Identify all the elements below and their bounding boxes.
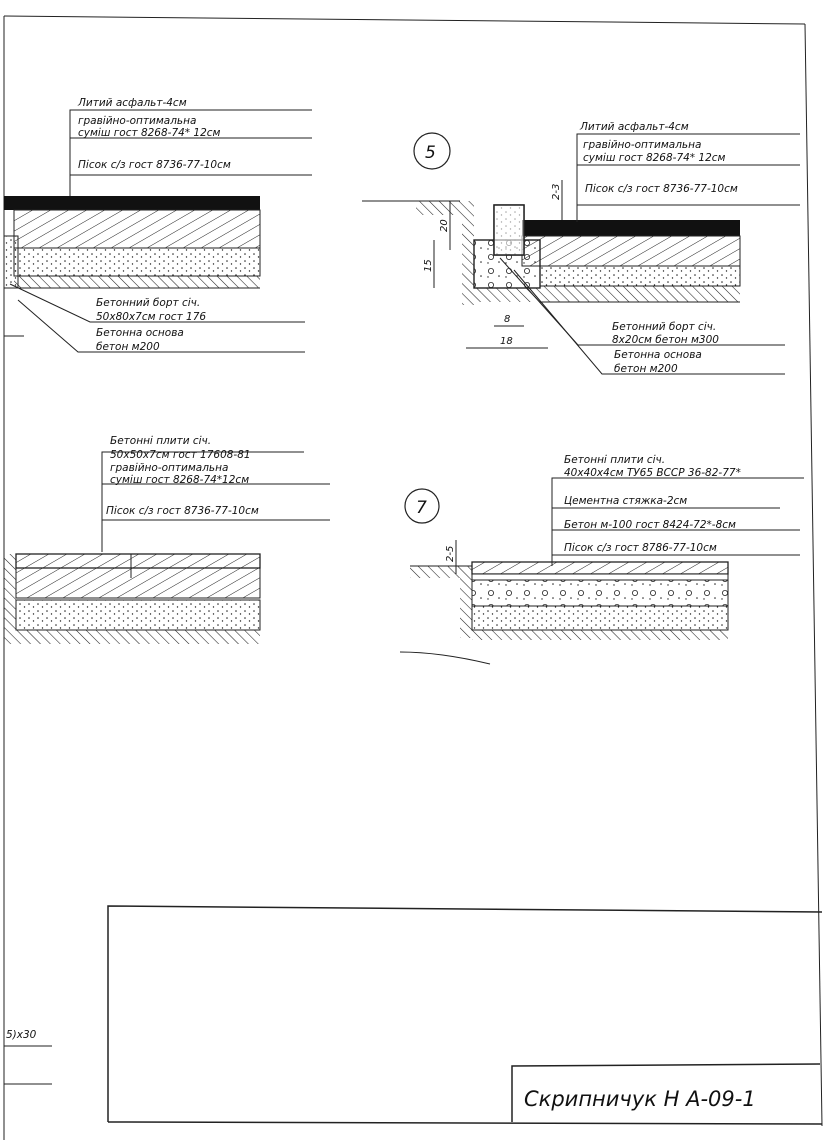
label-slab-2: 40х40х4см ТУ65 ВССР 36-82-77* bbox=[564, 467, 741, 479]
asphalt-layer bbox=[522, 220, 740, 236]
label-sand: Пісок с/з гост 8736-77-10см bbox=[585, 183, 738, 195]
label-gravel-2: суміш гост 8268-74*12см bbox=[110, 474, 249, 486]
margin-note: 5)х30 bbox=[4, 1029, 52, 1085]
label-gravel-2: суміш гост 8268-74* 12см bbox=[583, 152, 726, 164]
label-gravel-1: гравійно-оптимальна bbox=[110, 462, 228, 474]
margin-note-text: 5)х30 bbox=[6, 1029, 37, 1041]
sand-layer bbox=[539, 265, 741, 287]
dim-2-5: 2-5 bbox=[445, 546, 456, 562]
label-sand: Пісок с/з гост 8736-77-10см bbox=[106, 505, 259, 517]
concrete-layer bbox=[471, 579, 729, 607]
label-gravel-1: гравійно-оптимальна bbox=[78, 115, 196, 127]
slab-layer bbox=[15, 553, 261, 569]
detail-top-left: Литий асфальт-4см гравійно-оптимальна су… bbox=[3, 97, 312, 353]
sand-layer bbox=[471, 605, 729, 631]
label-slab-1: Бетонні плити січ. bbox=[564, 454, 665, 466]
soil-hatch bbox=[540, 286, 740, 302]
stray-sketch-line bbox=[399, 651, 491, 665]
label-base-2: бетон м200 bbox=[96, 341, 160, 353]
sand-layer bbox=[15, 599, 261, 631]
detail-7: 7 2-5 Бетонні плити січ. 40х40х4см ТУ65 … bbox=[404, 454, 804, 640]
label-base-1: Бетонна основа bbox=[96, 327, 184, 339]
dim-15: 15 bbox=[423, 259, 434, 272]
title-block bbox=[107, 905, 823, 1125]
dim-8: 8 bbox=[504, 314, 510, 325]
dim-20: 20 bbox=[439, 219, 450, 232]
screed-layer bbox=[471, 573, 729, 581]
dim-18: 18 bbox=[500, 336, 513, 347]
dim-2-3: 2-3 bbox=[551, 184, 562, 200]
label-asphalt: Литий асфальт-4см bbox=[579, 121, 689, 133]
sand-layer bbox=[13, 247, 261, 277]
label-asphalt: Литий асфальт-4см bbox=[77, 97, 187, 109]
label-base-2: бетон м200 bbox=[614, 363, 678, 375]
label-slab-1: Бетонні плити січ. bbox=[110, 435, 211, 447]
detail-5: 5 20 15 2-3 8 18 Литий асфальт-4см граві… bbox=[362, 121, 800, 375]
asphalt-layer bbox=[4, 196, 260, 210]
label-curb-1: Бетонний борт січ. bbox=[612, 321, 716, 333]
title-stamp: Скрипничук Н А-09-1 bbox=[524, 1087, 756, 1111]
gravel-layer bbox=[521, 235, 741, 267]
detail-number-circle bbox=[413, 132, 451, 170]
soil-hatch bbox=[472, 630, 728, 640]
soil-hatch bbox=[16, 630, 260, 644]
label-curb-1: Бетонний борт січ. bbox=[96, 297, 200, 309]
detail-number-circle bbox=[404, 488, 440, 524]
detail-bottom-left: Бетонні плити січ. 50х50х7см гост 17608-… bbox=[4, 435, 330, 644]
soil-hatch bbox=[14, 276, 260, 288]
slab-layer bbox=[471, 561, 729, 575]
curb-stone bbox=[3, 235, 19, 289]
label-curb-2: 50х80х7см гост 176 bbox=[96, 311, 206, 323]
label-gravel-2: суміш гост 8268-74* 12см bbox=[78, 127, 221, 139]
detail-number: 5 bbox=[425, 143, 436, 163]
gravel-layer bbox=[13, 209, 261, 249]
detail-number: 7 bbox=[416, 498, 427, 518]
label-concrete: Бетон м-100 гост 8424-72*-8см bbox=[564, 519, 736, 531]
gravel-layer bbox=[15, 567, 261, 599]
label-sand: Пісок с/з гост 8786-77-10см bbox=[564, 542, 717, 554]
label-curb-2: 8х20см бетон м300 bbox=[612, 334, 719, 346]
label-screed: Цементна стяжка-2см bbox=[564, 495, 687, 507]
label-slab-2: 50х50х7см гост 17608-81 bbox=[110, 449, 251, 461]
label-gravel-1: гравійно-оптимальна bbox=[583, 139, 701, 151]
label-base-1: Бетонна основа bbox=[614, 349, 702, 361]
label-sand: Пісок с/з гост 8736-77-10см bbox=[78, 159, 231, 171]
